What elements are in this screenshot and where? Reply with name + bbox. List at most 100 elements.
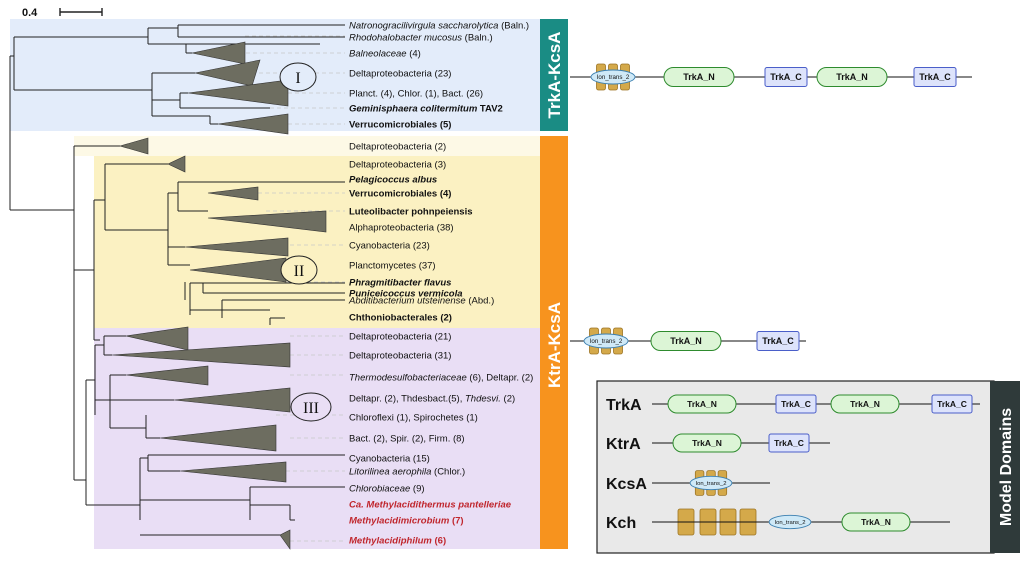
collapsed-clade-alphaproteobacteria-38 [207,210,327,233]
taxon-label-part: (Baln.) [462,33,493,44]
model-domains-title: Model Domains [998,408,1015,526]
ion-trans-2-label: Ion_trans_2 [774,520,805,526]
taxon-label: Abditibacterium utsteinense (Abd.) [348,296,494,307]
trka-c-domain [931,394,973,414]
taxon-label-part: (6) [432,536,446,547]
trka-c-label: TrkA_C [774,438,804,448]
trka-c-domain [756,331,800,351]
taxon-label: Rhodohalobacter mucosus (Baln.) [349,33,493,44]
ion-trans-2-domain [590,69,636,85]
taxon-label-part: Abditibacterium utsteinense [348,296,466,307]
trka-n-label: TrkA_N [836,72,868,82]
collapsed-clade-methylacidiphilum [279,529,291,550]
legend-row-name: KtrA [606,436,641,453]
trka-c-domain [913,67,957,87]
clade-III-background [94,328,540,549]
taxon-label-part: (6), Deltapr. (2) [467,373,534,384]
taxon-label-part: Deltaproteobacteria (21) [349,332,451,343]
collapsed-clade-bact-spir-firm [159,424,277,452]
taxon-label-part: Planctomycetes (37) [349,261,436,272]
taxon-label: Deltaproteobacteria (21) [349,332,451,343]
taxon-label: Ca. Methylacidithermus pantelleriae [349,500,512,511]
trka-n-domain [667,394,737,414]
ktra-kcsa-group-label: KtrA-KcsA [545,302,564,388]
taxon-label-part: Methylacidiphilum [349,536,432,547]
taxon-label-part: Verrucomicrobiales (5) [349,120,451,131]
taxon-label: Deltaproteobacteria (2) [349,142,446,153]
trka-n-label: TrkA_N [850,399,880,409]
taxon-label-part: Litorilinea aerophila [349,467,431,478]
collapsed-clade-deltaproteobacteria-31 [111,342,291,368]
taxon-label-part: Planct. (4), Chlor. (1), Bact. (26) [349,89,483,100]
collapsed-clade-thermodesulfobacteriaceae [125,365,209,386]
taxon-label: Planct. (4), Chlor. (1), Bact. (26) [349,89,483,100]
clade-III-ellipse [290,392,332,422]
model-domains-title-bar [990,381,1020,553]
collapsed-clade-deltapr-thdesbact [173,387,291,413]
taxon-label-part: (9) [410,484,424,495]
trka-n-domain [841,512,911,532]
collapsed-clade-deltaproteobacteria-2 [118,137,149,155]
ion-trans-2-domain [583,333,629,349]
taxon-label: Balneolaceae (4) [349,49,421,60]
trka-c-domain [775,394,817,414]
taxon-label-part: (2) [501,394,515,405]
taxon-label-part: Chlorobiaceae [349,484,410,495]
trka-c-domain [764,67,808,87]
taxon-label-part: (7) [449,516,463,527]
taxon-label: Deltaproteobacteria (3) [349,160,446,171]
taxon-label-part: Puniceicoccus vermicola [349,289,463,300]
collapsed-clade-deltaproteobacteria-3 [167,155,186,173]
scale-bar-label: 0.4 [22,7,38,19]
taxon-label-part: TAV2 [477,104,503,115]
tree-branches [9,24,345,536]
taxon-label: Thermodesulfobacteriaceae (6), Deltapr. … [349,373,533,384]
taxon-label: Puniceicoccus vermicola [349,289,463,300]
collapsed-clade-deltaproteobacteria-21 [125,326,189,351]
taxon-label-part: Cyanobacteria (23) [349,241,430,252]
collapsed-clade-balneolaceae [191,41,246,65]
taxon-label-part: Ca. Methylacidithermus pantelleriae [349,500,512,511]
taxon-label-part: Deltaproteobacteria (2) [349,142,446,153]
taxon-label: Pelagicoccus albus [349,175,437,186]
taxon-label-part: Deltaproteobacteria (23) [349,69,451,80]
taxon-label: Verrucomicrobiales (4) [349,189,451,200]
collapsed-clades [111,41,327,550]
collapsed-clade-planct-chlor-bact [187,79,289,107]
taxon-label-part: (Abd.) [466,296,495,307]
taxon-label-part: Balneolaceae [349,49,407,60]
taxon-label-part: Phragmitibacter flavus [349,278,451,289]
taxon-label-part: Chthoniobacterales (2) [349,313,452,324]
taxon-label: Geminisphaera colitermitum TAV2 [349,104,503,115]
trka-kcsa-group-bar [540,19,568,131]
taxon-label: Methylacidimicrobium (7) [349,516,464,527]
taxon-label: Verrucomicrobiales (5) [349,120,451,131]
taxon-label-part: (4) [407,49,421,60]
taxon-label: Phragmitibacter flavus [349,278,451,289]
trka-c-label: TrkA_C [762,336,794,346]
trka-n-domain [672,433,742,453]
taxon-label-part: Deltapr. (2), Thdesbact.(5), [349,394,465,405]
trka-c-label: TrkA_C [937,399,967,409]
taxon-label: Planctomycetes (37) [349,261,436,272]
taxon-label: Deltaproteobacteria (31) [349,351,451,362]
taxon-label: Alphaproteobacteria (38) [349,223,454,234]
taxon-label-part: Geminisphaera colitermitum [349,104,478,115]
trka-n-domain [816,67,888,87]
clade-I-numeral: I [295,70,300,87]
clade-III-numeral: III [303,400,319,417]
taxon-label-part: (Baln.) [498,21,529,32]
ion-trans-2-domain [689,475,733,491]
taxon-label-part: Cyanobacteria (15) [349,454,430,465]
trka-n-label: TrkA_N [683,72,715,82]
collapsed-clade-verrucomicrobiales-4 [207,186,259,201]
trka-n-label: TrkA_N [861,517,891,527]
collapsed-clade-chlorobiaceae [179,461,287,483]
taxon-label-part: Alphaproteobacteria (38) [349,223,454,234]
